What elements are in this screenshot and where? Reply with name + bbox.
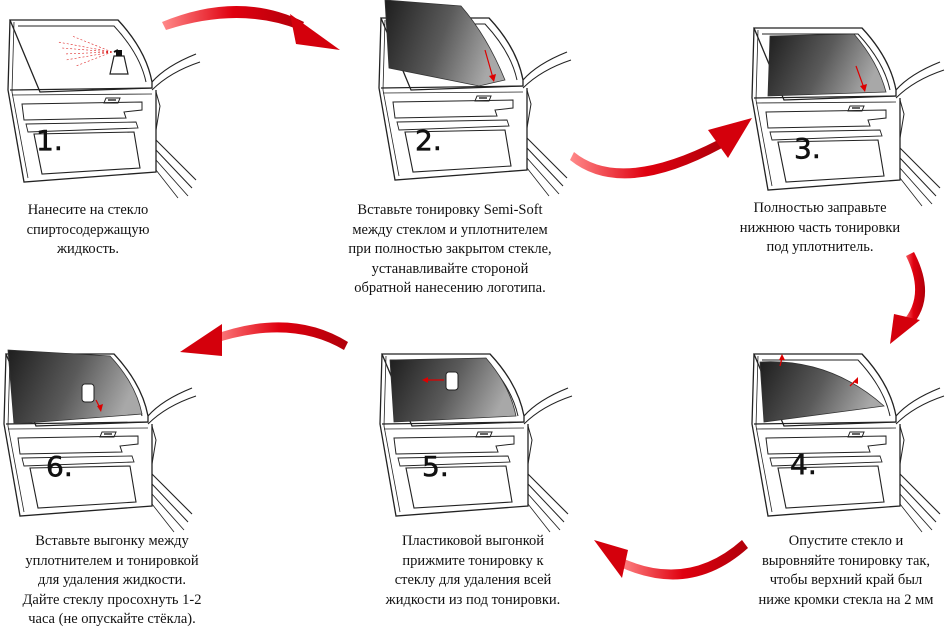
step-6-illustration: 6. <box>3 349 197 533</box>
step-2-caption: Вставьте тонировку Semi-Soft между стекл… <box>326 201 574 299</box>
caption-line: Дайте стеклу просохнуть 1-2 <box>22 591 202 608</box>
caption-line: ниже кромки стекла на 2 мм <box>758 591 934 608</box>
red-arrow-small <box>484 49 494 79</box>
caption-line: прижмите тонировку к <box>402 552 544 569</box>
spray-bottle-icon <box>109 49 129 75</box>
caption-line: Пластиковой выгонкой <box>401 533 545 549</box>
arrow-step-4-to-5 <box>594 540 748 580</box>
arrow-step-2-to-3 <box>570 118 752 179</box>
step-4-number: 4. <box>790 448 817 481</box>
step-3-caption: Полностью заправьте нижнюю часть тониров… <box>722 199 918 258</box>
caption-line: Вставьте выгонку между <box>35 533 189 549</box>
caption-line: между стеклом и уплотнителем <box>352 221 548 238</box>
squeegee-icon <box>445 371 459 391</box>
step-6-number: 6. <box>46 450 73 483</box>
caption-line: Опустите стекло и <box>788 533 904 549</box>
arrow-step-1-to-2 <box>162 6 340 50</box>
arrow-step-5-to-6 <box>180 322 348 356</box>
step-2-illustration: 2. <box>378 0 572 197</box>
caption-line: под уплотнитель. <box>766 239 874 255</box>
caption-line: выровняйте тонировку так, <box>761 552 931 569</box>
squeegee-icon <box>81 383 95 403</box>
caption-line: для удаления жидкости. <box>38 572 186 588</box>
step-1-number: 1. <box>36 124 63 157</box>
step-4-caption: Опустите стекло и выровняйте тонировку т… <box>748 532 944 610</box>
caption-line: Полностью заправьте <box>753 200 887 216</box>
caption-line: Нанесите на стекло <box>27 202 149 218</box>
caption-line: устанавливайте стороной <box>371 260 529 277</box>
caption-line: обратной нанесению логотипа. <box>354 280 546 296</box>
caption-line: спиртосодержащую <box>26 221 150 238</box>
step-1-illustration: 1. <box>7 19 201 199</box>
caption-line: стеклу для удаления всей <box>394 572 552 588</box>
step-2-number: 2. <box>415 124 442 157</box>
step-3-number: 3. <box>794 132 821 165</box>
caption-line: часа (не опускайте стёкла). <box>28 611 196 627</box>
caption-line: при полностью закрытом стекле, <box>348 241 552 257</box>
step-4-illustration: 4. <box>751 353 945 533</box>
caption-line: уплотнителем и тонировкой <box>25 552 199 569</box>
step-5-number: 5. <box>422 450 449 483</box>
caption-line: чтобы верхний край был <box>769 572 923 588</box>
arrow-step-3-to-4 <box>890 252 926 344</box>
tint-film <box>7 349 143 425</box>
step-1-caption: Нанесите на стекло спиртосодержащую жидк… <box>8 201 168 260</box>
tint-film <box>759 361 885 423</box>
caption-line: нижнюю часть тонировки <box>739 219 901 236</box>
caption-line: Вставьте тонировку Semi-Soft <box>357 202 543 218</box>
tint-film <box>384 0 506 87</box>
step-3-illustration: 3. <box>751 27 945 207</box>
tint-film <box>767 33 887 97</box>
step-5-caption: Пластиковой выгонкой прижмите тонировку … <box>362 532 584 610</box>
caption-line: жидкость. <box>56 241 120 257</box>
spray-mist <box>57 35 113 67</box>
step-6-caption: Вставьте выгонку между уплотнителем и то… <box>2 532 222 630</box>
step-5-illustration: 5. <box>379 353 573 533</box>
caption-line: жидкости из под тонировки. <box>385 591 561 608</box>
